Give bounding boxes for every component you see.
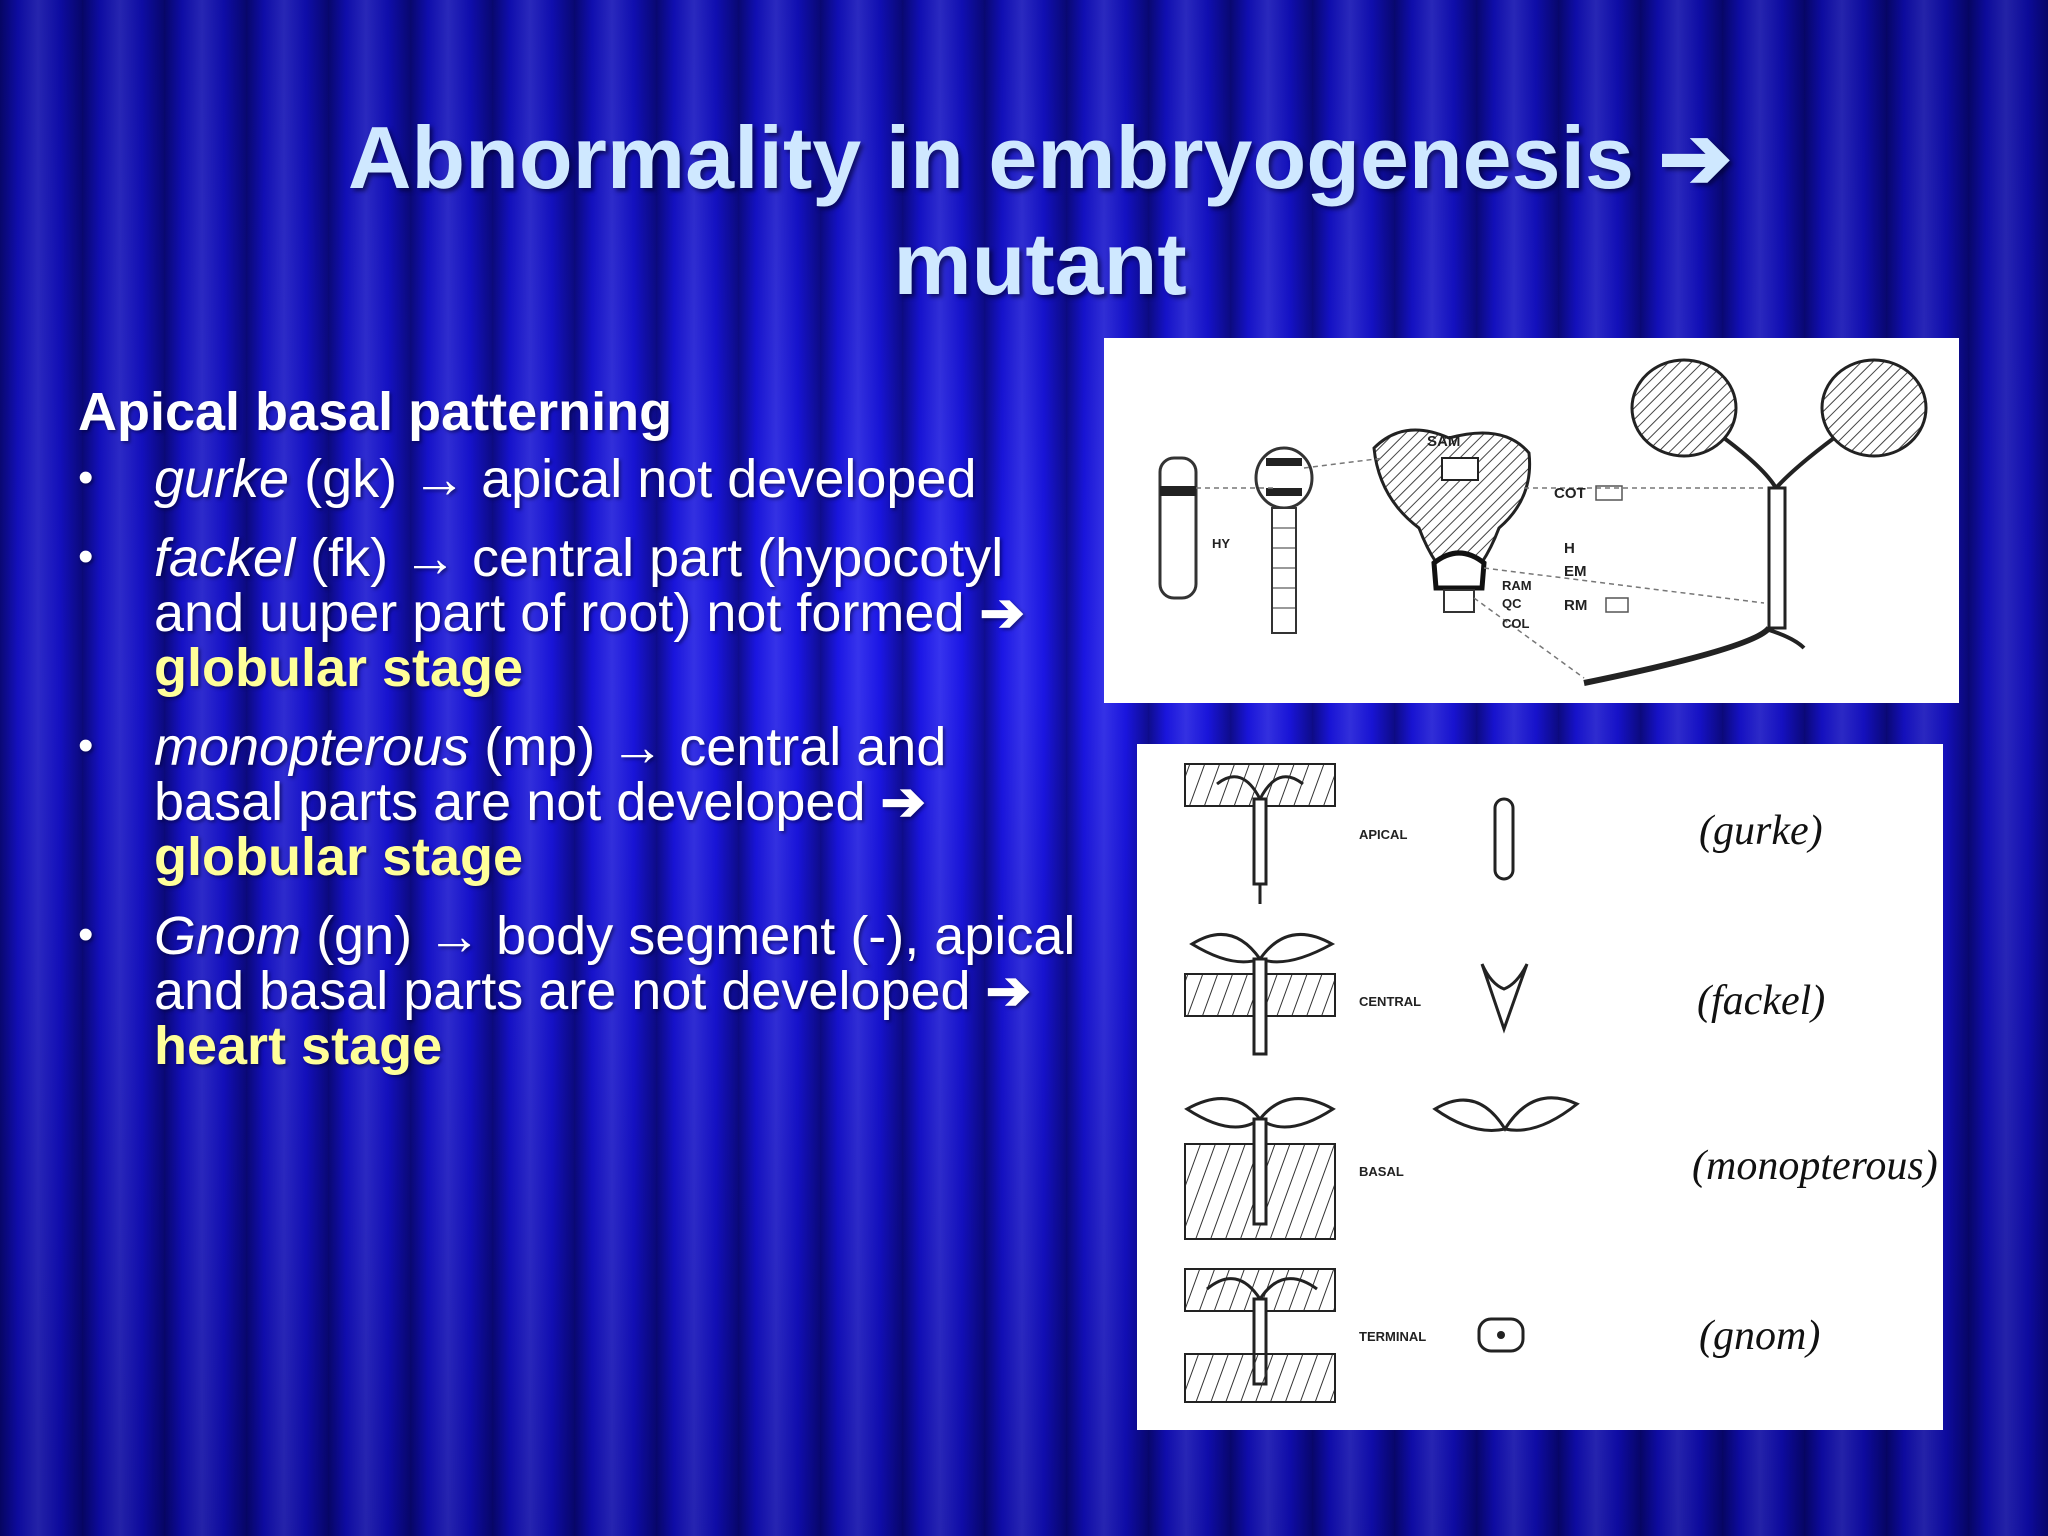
label-sam: SAM	[1427, 433, 1460, 450]
mutant-phenotypes-figure: APICAL (gurke) CENTRAL (fackel) BASAL (m…	[1137, 744, 1943, 1430]
gene-name: monopterous	[154, 717, 470, 777]
label-hy: HY	[1212, 536, 1230, 551]
bullet-icon: •	[78, 453, 94, 502]
bullet-text: (gn) → body segment (-), apical and basa…	[154, 906, 1076, 1021]
embryo-development-drawing: SAM COT H EM RM RAM QC COL HY	[1158, 358, 1928, 686]
title-line-1: Abnormality in embryogenesis ➔	[347, 108, 1733, 207]
embryo-development-figure: SAM COT H EM RM RAM QC COL HY	[1104, 338, 1959, 703]
title-line-2: mutant	[893, 214, 1187, 313]
row-label-central: CENTRAL	[1359, 994, 1421, 1009]
mutant-label-fackel: (fackel)	[1697, 978, 1825, 1024]
bullet-item-fackel: • fackel (fk) → central part (hypocotyl …	[78, 531, 1078, 696]
bullet-item-monopterous: • monopterous (mp) → central and basal p…	[78, 720, 1078, 885]
bullet-item-gnom: • Gnom (gn) → body segment (-), apical a…	[78, 909, 1078, 1074]
globular-embryo-shape	[1254, 446, 1314, 634]
mutant-label-gurke: (gurke)	[1699, 808, 1823, 854]
label-col: COL	[1502, 616, 1530, 631]
gene-name: Gnom	[154, 906, 302, 966]
label-qc: QC	[1502, 596, 1522, 611]
gene-name: gurke	[154, 449, 290, 509]
label-ram: RAM	[1502, 578, 1532, 593]
bullet-icon: •	[78, 532, 94, 581]
bullet-text: (fk) → central part (hypocotyl and uuper…	[154, 528, 1004, 643]
row-central: CENTRAL (fackel)	[1184, 932, 1825, 1056]
mutant-label-monopterous: (monopterous)	[1692, 1143, 1938, 1189]
heart-stage-embryo-shape	[1372, 428, 1532, 613]
section-heading: Apical basal patterning	[78, 382, 673, 442]
row-label-basal: BASAL	[1359, 1164, 1404, 1179]
arrow-icon: ➔	[985, 961, 1031, 1021]
label-h: H	[1564, 540, 1575, 557]
label-cot: COT	[1554, 485, 1586, 502]
stage-highlight: heart stage	[154, 1016, 443, 1076]
slide-title: Abnormality in embryogenesis ➔ mutant	[120, 105, 1960, 317]
gene-name: fackel	[154, 528, 296, 588]
arrow-icon: ➔	[979, 583, 1025, 643]
label-em: EM	[1564, 563, 1587, 580]
stage-highlight: globular stage	[154, 638, 524, 698]
bullet-text: (gk) → apical not developed	[289, 449, 977, 509]
bullet-text: (mp) → central and basal parts are not d…	[154, 717, 947, 832]
proembryo-shape	[1158, 456, 1198, 600]
slide-body: Apical basal patterning • gurke (gk) → a…	[78, 385, 1078, 1098]
stage-highlight: globular stage	[154, 827, 524, 887]
mutant-label-gnom: (gnom)	[1699, 1313, 1820, 1359]
label-rm: RM	[1564, 597, 1587, 614]
bullet-item-gurke: • gurke (gk) → apical not developed	[78, 452, 1078, 507]
mutant-phenotypes-drawing: APICAL (gurke) CENTRAL (fackel) BASAL (m…	[1184, 763, 1938, 1403]
seedling-shape	[1583, 358, 1928, 686]
arrow-icon: ➔	[880, 772, 926, 832]
row-basal: BASAL (monopterous)	[1184, 1096, 1938, 1240]
row-label-terminal: TERMINAL	[1359, 1329, 1426, 1344]
row-terminal: TERMINAL (gnom)	[1184, 1268, 1820, 1403]
bullet-icon: •	[78, 910, 94, 959]
bullet-icon: •	[78, 721, 94, 770]
row-label-apical: APICAL	[1359, 827, 1407, 842]
row-apical: APICAL (gurke)	[1184, 763, 1823, 904]
